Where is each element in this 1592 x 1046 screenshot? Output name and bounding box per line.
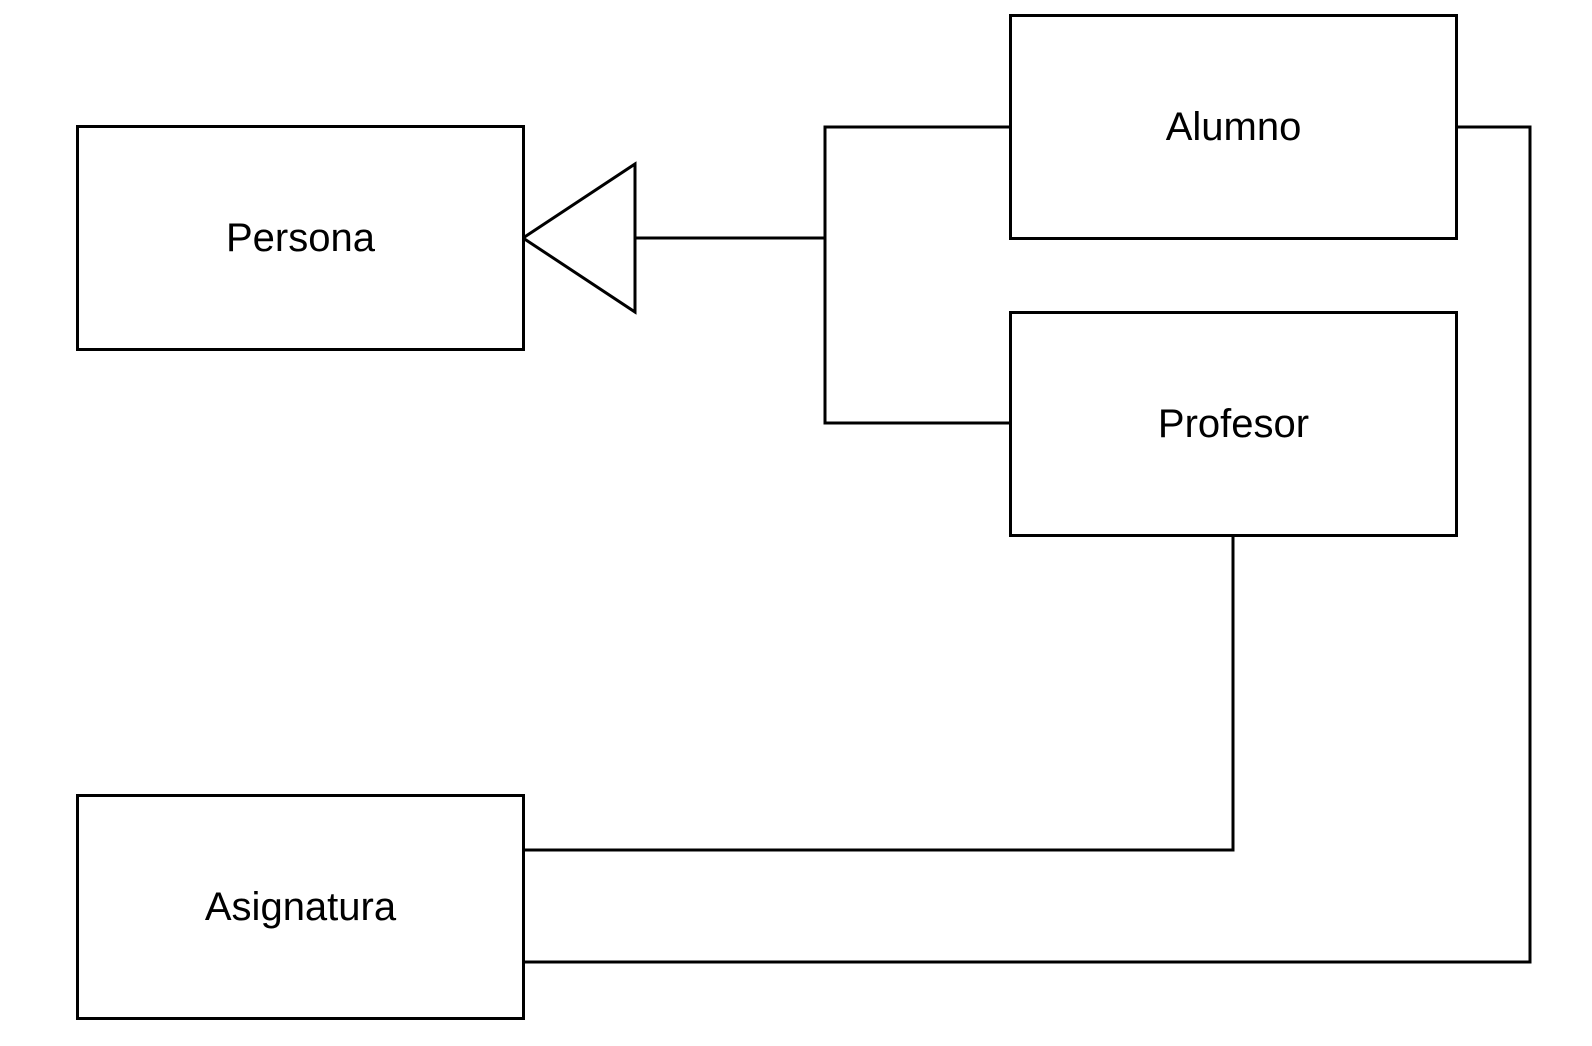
class-box-asignatura[interactable]: Asignatura (76, 794, 525, 1020)
association-line-profesor-asignatura (521, 533, 1235, 852)
generalization-line-profesor (823, 236, 1012, 425)
class-label-persona: Persona (226, 216, 375, 260)
class-label-profesor: Profesor (1157, 402, 1310, 446)
class-box-profesor[interactable]: Profesor (1009, 311, 1458, 537)
inheritance-arrowhead (520, 161, 637, 315)
class-box-alumno[interactable]: Alumno (1009, 14, 1458, 240)
association-line-alumno-asignatura (521, 125, 1532, 964)
class-label-alumno: Alumno (1165, 105, 1302, 149)
class-box-persona[interactable]: Persona (76, 125, 525, 351)
class-label-asignatura: Asignatura (204, 885, 397, 929)
generalization-line-alumno (823, 125, 1012, 240)
